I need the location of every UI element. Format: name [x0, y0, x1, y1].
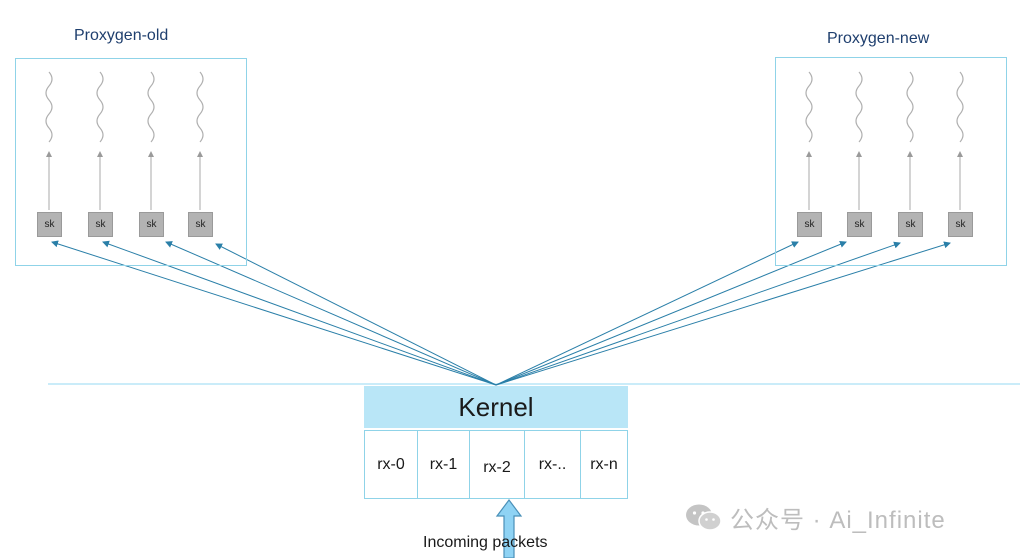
proxygen-new-socket-4: sk — [948, 212, 973, 237]
kernel-block: Kernel — [364, 386, 628, 428]
proxygen-old-thread-3 — [147, 71, 155, 143]
rx-queue-1: rx-1 — [418, 431, 470, 498]
proxygen-new-socket-3: sk — [898, 212, 923, 237]
watermark-text: 公众号 · Ai_Infinite — [730, 506, 946, 534]
proxygen-old-thread-1 — [45, 71, 53, 143]
proxygen-new-socket-2: sk — [847, 212, 872, 237]
rx-queue-3: rx-.. — [525, 431, 581, 498]
proxygen-new-thread-1 — [805, 71, 813, 143]
proxygen-old-title: Proxygen-old — [74, 27, 169, 44]
rx-queue-0: rx-0 — [365, 431, 418, 498]
kernel-label: Kernel — [458, 391, 534, 422]
proxygen-old-thread-2 — [96, 71, 104, 143]
proxygen-new-socket-1: sk — [797, 212, 822, 237]
rx-queue-n: rx-n — [590, 455, 618, 473]
incoming-packets-label: Incoming packets — [423, 534, 548, 551]
proxygen-new-thread-2 — [855, 71, 863, 143]
proxygen-new-thread-4 — [956, 71, 964, 143]
kernel-to-new-socket-line-1 — [495, 241, 799, 386]
proxygen-old-socket-1: sk — [37, 212, 62, 237]
kernel-to-new-socket-line-4 — [495, 241, 951, 386]
kernel-to-new-socket-line-3 — [495, 241, 901, 386]
proxygen-old-socket-3: sk — [139, 212, 164, 237]
incoming-packets-arrow — [495, 499, 523, 558]
rx-queue-2: rx-2 — [470, 431, 525, 498]
rx-queue-row: rx-0 rx-1 rx-2 rx-.. rx-n — [364, 430, 628, 499]
proxygen-new-thread-3 — [906, 71, 914, 143]
proxygen-old-thread-4 — [196, 71, 204, 143]
proxygen-old-socket-2: sk — [88, 212, 113, 237]
wechat-icon — [686, 504, 722, 531]
watermark: 公众号 · Ai_Infinite — [684, 500, 946, 534]
kernel-to-old-socket-line-4 — [215, 243, 497, 386]
proxygen-old-box — [15, 58, 247, 266]
proxygen-old-socket-4: sk — [188, 212, 213, 237]
proxygen-new-box — [775, 57, 1007, 266]
proxygen-new-title: Proxygen-new — [827, 30, 930, 47]
